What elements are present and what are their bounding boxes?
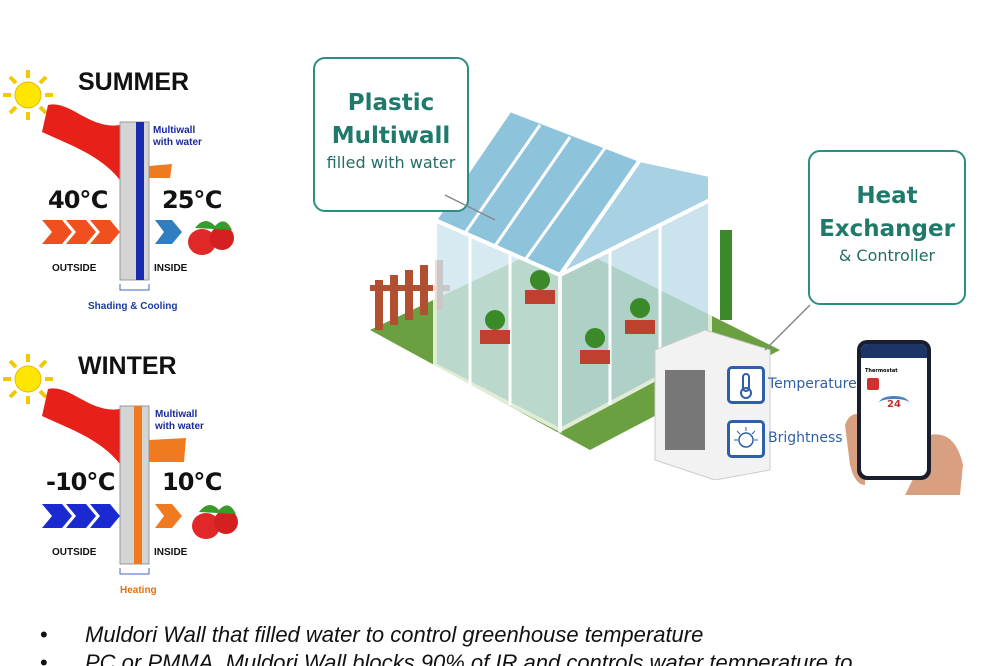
sun-icon [3,354,53,404]
callout-line: Heat [856,183,918,209]
winter-outside-temp: -10℃ [46,468,115,496]
summer-title: SUMMER [78,68,190,96]
phone-frame: Thermostat 24 [857,340,931,480]
summer-inside-label: INSIDE [154,263,188,274]
thermostat-setpoint[interactable]: 24 [879,396,909,410]
heat-ray [42,104,120,180]
heat-exchanger-callout: Heat Exchanger & Controller [808,150,966,305]
brightness-label: Brightness [768,430,843,446]
winter-wall-label: Multiwall with water [155,409,204,433]
phone-screen: Thermostat 24 [861,344,927,476]
summer-outside-temp: 40℃ [48,186,108,214]
bullet-item: •PC or PMMA, Muldori Wall blocks 90% of … [40,650,852,666]
summer-illustration [3,70,234,291]
wall-label-line: with water [155,421,204,432]
summer-effect: Shading & Cooling [88,301,178,312]
outside-arrows [42,220,120,244]
temperature-label: Temperature [768,376,857,392]
bullet-text: Muldori Wall that filled water to contro… [85,622,704,647]
callout-line: Exchanger [819,216,955,242]
strawberry-icon [192,504,238,539]
summer-inside-temp: 25℃ [162,186,222,214]
wall-label-line: with water [153,137,202,148]
winter-inside-temp: 10℃ [162,468,222,496]
heating-mode-button[interactable] [867,378,879,390]
app-header [861,344,927,358]
winter-illustration [3,354,238,575]
plant-beds [480,290,655,364]
inside-arrow [155,504,182,528]
app-title: Thermostat [865,368,898,374]
inside-arrow [155,220,182,244]
bullet-text: PC or PMMA, Muldori Wall blocks 90% of I… [85,650,853,666]
plastic-multiwall-callout: Plastic Multiwall filled with water [313,57,469,212]
outside-arrows [42,504,120,528]
wall-label-line: Multiwall [153,125,196,136]
callout-line: & Controller [838,246,936,265]
callout-line: Multiwall [331,123,451,149]
callout-pointer [764,304,811,351]
callout-line: filled with water [326,153,456,172]
summer-wall-label: Multiwall with water [153,125,202,149]
wall-label-line: Multiwall [155,409,198,420]
strawberry-icon [188,220,234,255]
brightness-icon [727,420,765,458]
callout-pointer [444,194,496,221]
bullet-item: •Muldori Wall that filled water to contr… [40,622,704,647]
heat-ray [42,388,120,464]
winter-outside-label: OUTSIDE [52,547,97,558]
winter-inside-label: INSIDE [154,547,188,558]
sun-icon [3,70,53,120]
callout-line: Plastic [347,90,435,116]
smartphone-app: Thermostat 24 [845,335,965,495]
winter-effect: Heating [120,585,157,596]
summer-outside-label: OUTSIDE [52,263,97,274]
winter-title: WINTER [78,352,177,380]
thermometer-icon [727,366,765,404]
